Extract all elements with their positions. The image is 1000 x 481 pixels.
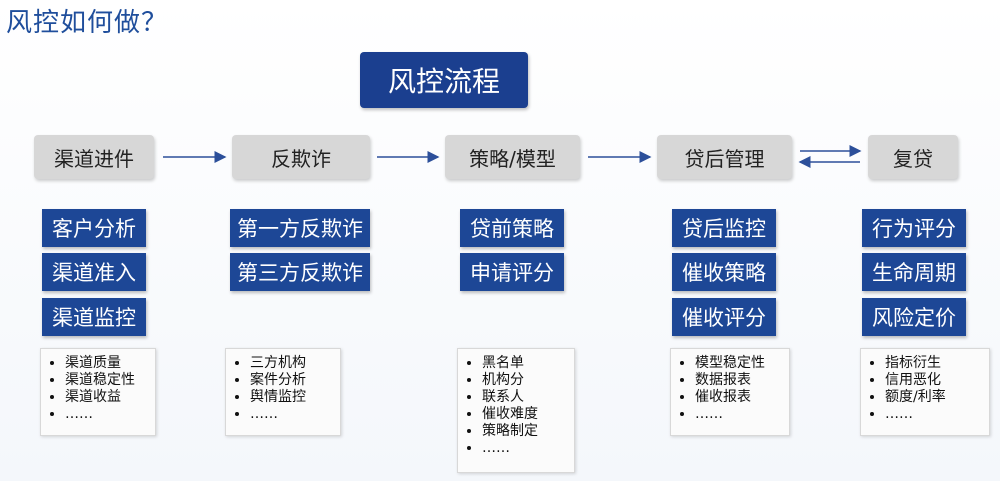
detail-box-anti-fraud: 三方机构 案件分析 舆情监控 …… bbox=[225, 348, 341, 436]
item-post-loan-monitoring: 贷后监控 bbox=[672, 209, 776, 247]
stage-post-loan: 贷后管理 bbox=[657, 135, 792, 179]
item-third-party-fraud: 第三方反欺诈 bbox=[230, 253, 370, 291]
item-customer-analysis: 客户分析 bbox=[42, 209, 146, 247]
detail-item: 指标衍生 bbox=[885, 355, 981, 372]
item-collection-score: 催收评分 bbox=[672, 298, 776, 336]
detail-item: 案件分析 bbox=[250, 372, 332, 389]
item-lifecycle: 生命周期 bbox=[862, 253, 966, 291]
item-behavior-score: 行为评分 bbox=[862, 209, 966, 247]
detail-item: 舆情监控 bbox=[250, 389, 332, 406]
stage-anti-fraud: 反欺诈 bbox=[232, 135, 370, 179]
item-application-score: 申请评分 bbox=[460, 253, 564, 291]
detail-item: 额度/利率 bbox=[885, 389, 981, 406]
stage-reloan: 复贷 bbox=[868, 135, 958, 179]
detail-item: 数据报表 bbox=[695, 372, 781, 389]
detail-item: …… bbox=[885, 406, 981, 423]
detail-item: 催收难度 bbox=[482, 406, 566, 423]
detail-box-strategy: 黑名单 机构分 联系人 催收难度 策略制定 …… bbox=[457, 348, 575, 473]
detail-item: 渠道质量 bbox=[65, 355, 147, 372]
detail-item: 三方机构 bbox=[250, 355, 332, 372]
detail-item: …… bbox=[65, 406, 147, 423]
item-risk-pricing: 风险定价 bbox=[862, 298, 966, 336]
detail-box-post-loan: 模型稳定性 数据报表 催收报表 …… bbox=[670, 348, 790, 436]
stage-channel-intake: 渠道进件 bbox=[34, 135, 154, 179]
flow-title: 风控流程 bbox=[360, 52, 528, 108]
detail-item: 渠道收益 bbox=[65, 389, 147, 406]
page-title: 风控如何做？ bbox=[6, 8, 169, 38]
detail-item: 模型稳定性 bbox=[695, 355, 781, 372]
item-pre-loan-strategy: 贷前策略 bbox=[460, 209, 564, 247]
detail-item: …… bbox=[695, 406, 781, 423]
detail-box-reloan: 指标衍生 信用恶化 额度/利率 …… bbox=[860, 348, 990, 436]
item-channel-access: 渠道准入 bbox=[42, 253, 146, 291]
detail-item: …… bbox=[482, 440, 566, 457]
item-collection-strategy: 催收策略 bbox=[672, 253, 776, 291]
item-channel-monitoring: 渠道监控 bbox=[42, 298, 146, 336]
detail-item: …… bbox=[250, 406, 332, 423]
detail-box-channel: 渠道质量 渠道稳定性 渠道收益 …… bbox=[40, 348, 156, 436]
detail-item: 机构分 bbox=[482, 372, 566, 389]
detail-item: 渠道稳定性 bbox=[65, 372, 147, 389]
detail-item: 联系人 bbox=[482, 389, 566, 406]
detail-item: 催收报表 bbox=[695, 389, 781, 406]
detail-item: 黑名单 bbox=[482, 355, 566, 372]
item-first-party-fraud: 第一方反欺诈 bbox=[230, 209, 370, 247]
detail-item: 信用恶化 bbox=[885, 372, 981, 389]
stage-strategy-model: 策略/模型 bbox=[445, 135, 580, 179]
detail-item: 策略制定 bbox=[482, 423, 566, 440]
